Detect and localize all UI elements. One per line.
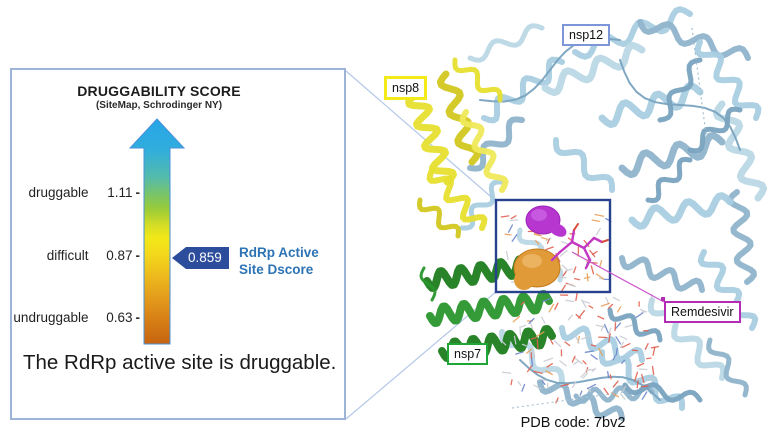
- tick-mark: -: [135, 309, 141, 325]
- dscore-value: 0.859: [186, 247, 229, 269]
- panel-subtitle: (SiteMap, Schrodinger NY): [95, 100, 223, 111]
- score-callout-arrow-icon: 0.859: [172, 247, 229, 269]
- panel-title: DRUGGABILITY SCORE: [77, 83, 241, 99]
- dscore-label-line1: RdRp Active: [239, 245, 319, 260]
- pdb-code-caption: PDB code: 7bv2: [520, 415, 626, 431]
- label-nsp8: nsp8: [384, 76, 428, 100]
- scale-label: druggable: [28, 184, 89, 200]
- druggability-panel: DRUGGABILITY SCORE (SiteMap, Schrodinger…: [10, 68, 346, 420]
- tick-mark: -: [135, 184, 141, 200]
- scale-row-undruggable: undruggable 0.63 -: [12, 308, 140, 326]
- tick-mark: -: [135, 247, 141, 263]
- scale-row-druggable: druggable 1.11 -: [12, 183, 140, 201]
- scale-value: 1.11: [107, 184, 133, 200]
- druggability-gradient-arrow-icon: [129, 118, 185, 345]
- conclusion-text: The RdRp active site is druggable.: [23, 351, 337, 374]
- panel-header: DRUGGABILITY SCORE (SiteMap, Schrodinger…: [14, 83, 304, 111]
- label-remdesivir: Remdesivir: [664, 301, 741, 323]
- label-nsp7: nsp7: [447, 343, 489, 365]
- scale-value: 0.87: [106, 247, 133, 263]
- scale-label: difficult: [46, 247, 89, 263]
- label-nsp12: nsp12: [562, 24, 611, 46]
- scale-row-difficult: difficult 0.87 -: [12, 246, 140, 264]
- scale-value: 0.63: [106, 309, 133, 325]
- dscore-label-line2: Site Dscore: [239, 262, 314, 277]
- dscore-label: RdRp Active Site Dscore: [239, 244, 319, 278]
- scale-label: undruggable: [13, 309, 89, 325]
- arrow-left-icon: [172, 247, 186, 269]
